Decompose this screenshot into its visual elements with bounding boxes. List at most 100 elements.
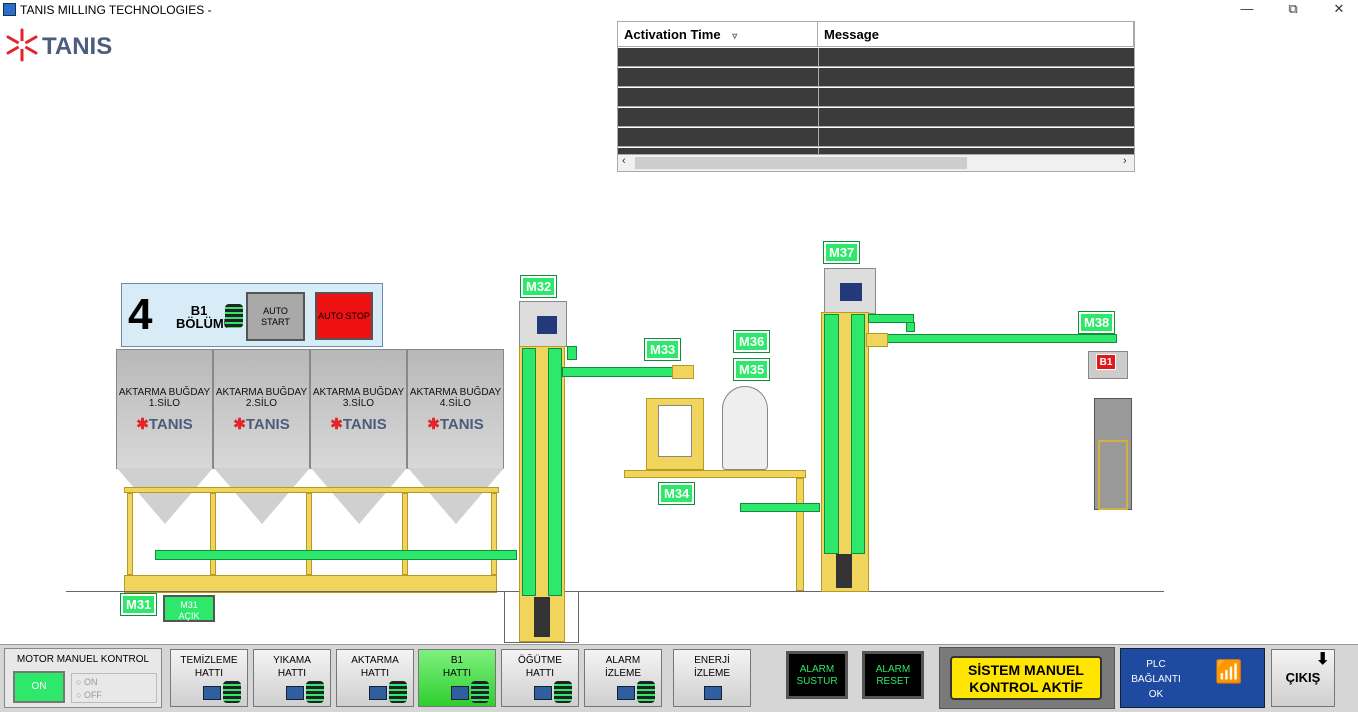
- motor-tag-m37[interactable]: M37: [824, 242, 860, 263]
- m31-status-button[interactable]: M31 AÇIK: [163, 595, 215, 622]
- motor-tag-m35[interactable]: M35: [734, 359, 770, 380]
- logo-text: TANIS: [42, 33, 113, 60]
- table-row[interactable]: [618, 128, 1134, 147]
- spout: [567, 346, 577, 360]
- motor-icon: [537, 316, 557, 334]
- database-icon: [554, 681, 572, 703]
- column-header-activation-time[interactable]: Activation Time ▿: [618, 22, 818, 47]
- motor-tag-m33[interactable]: M33: [645, 339, 681, 360]
- table-row[interactable]: [618, 48, 1134, 67]
- silo-cone: [311, 468, 407, 524]
- silo-brand: ✱TANIS: [136, 416, 193, 433]
- close-icon: ✕: [1333, 1, 1345, 16]
- conveyor-m33[interactable]: [562, 367, 674, 377]
- silo-brand: ✱TANIS: [427, 416, 484, 433]
- silo-cone: [117, 468, 213, 524]
- sort-down-icon: ▿: [732, 31, 738, 42]
- minimize-button[interactable]: —: [1224, 0, 1270, 20]
- radio-on[interactable]: ○ ON: [76, 677, 98, 687]
- motor-tag-m38[interactable]: M38: [1079, 312, 1115, 333]
- conveyor-m31[interactable]: [155, 550, 517, 560]
- monitor-icon: [203, 686, 221, 700]
- motor-tag-m31[interactable]: M31: [121, 594, 157, 615]
- table-row[interactable]: [618, 68, 1134, 87]
- scrollbar-thumb[interactable]: [635, 157, 967, 169]
- conveyor-head: [866, 333, 888, 347]
- table-row[interactable]: [618, 88, 1134, 107]
- section-number: 4: [128, 290, 153, 339]
- elevator-leg-m32[interactable]: [548, 348, 562, 596]
- monitor-icon: [617, 686, 635, 700]
- alarm-table[interactable]: Activation Time ▿ Message ‹ ›: [617, 21, 1135, 172]
- silo-cone: [214, 468, 310, 524]
- restore-button[interactable]: ⧉: [1270, 0, 1316, 20]
- conveyor-m34[interactable]: [740, 503, 820, 512]
- conveyor-head: [672, 365, 694, 379]
- title-bar: TANIS MILLING TECHNOLOGIES - — ⧉ ✕: [0, 0, 1358, 20]
- elevator-leg-m37[interactable]: [824, 314, 839, 554]
- spout: [906, 322, 915, 332]
- machine-m36[interactable]: [722, 386, 768, 470]
- window-title: TANIS MILLING TECHNOLOGIES -: [20, 3, 212, 17]
- monitor-icon: [286, 686, 304, 700]
- horizontal-scrollbar[interactable]: ‹ ›: [618, 155, 1134, 171]
- platform: [624, 470, 806, 478]
- ground-line: [66, 591, 1164, 592]
- conveyor-m38[interactable]: [887, 334, 1117, 343]
- silo-brand: ✱TANIS: [233, 416, 290, 433]
- silo-frame-leg: [210, 493, 216, 575]
- database-icon: [225, 304, 243, 328]
- motor-tag-m34[interactable]: M34: [659, 483, 695, 504]
- scroll-left-icon[interactable]: ‹: [622, 155, 626, 167]
- elevator-leg-m37[interactable]: [851, 314, 865, 554]
- database-icon: [471, 681, 489, 703]
- radio-off[interactable]: ○ OFF: [76, 690, 102, 700]
- machine-panel: [658, 405, 692, 457]
- silo-cone: [408, 468, 504, 524]
- motor-tag-m32[interactable]: M32: [521, 276, 557, 297]
- close-button[interactable]: ✕: [1316, 0, 1358, 20]
- silo-frame-leg: [306, 493, 312, 575]
- column-header-message[interactable]: Message: [818, 22, 1134, 47]
- machine-frame: [1098, 440, 1128, 510]
- table-row[interactable]: [618, 108, 1134, 127]
- database-icon: [223, 681, 241, 703]
- motor-tag-m36[interactable]: M36: [734, 331, 770, 352]
- manual-on-button[interactable]: ON: [13, 671, 65, 703]
- table-row[interactable]: [618, 148, 1134, 155]
- packing-machine[interactable]: [1094, 398, 1132, 510]
- exit-arrow-icon: ⬇: [1316, 651, 1330, 668]
- b1-tag[interactable]: B1: [1096, 354, 1116, 370]
- exit-button[interactable]: ÇIKIŞ ⬇: [1271, 649, 1335, 707]
- elevator-leg-m32[interactable]: [522, 348, 536, 596]
- motor-manual-title: MOTOR MANUEL KONTROL: [16, 654, 150, 665]
- platform-leg: [796, 478, 804, 591]
- elevator-pit: [504, 591, 579, 643]
- tanis-star-icon: [6, 28, 38, 62]
- database-icon: [637, 681, 655, 703]
- network-icon: 📶: [1215, 659, 1243, 684]
- monitor-icon: [534, 686, 552, 700]
- auto-start-button[interactable]: AUTO START: [246, 292, 305, 341]
- auto-stop-button[interactable]: AUTO STOP: [315, 292, 373, 340]
- motor-manual-control: MOTOR MANUEL KONTROL ON ○ ON ○ OFF: [4, 648, 162, 708]
- scroll-right-icon[interactable]: ›: [1123, 155, 1127, 167]
- motor-icon: [840, 283, 862, 301]
